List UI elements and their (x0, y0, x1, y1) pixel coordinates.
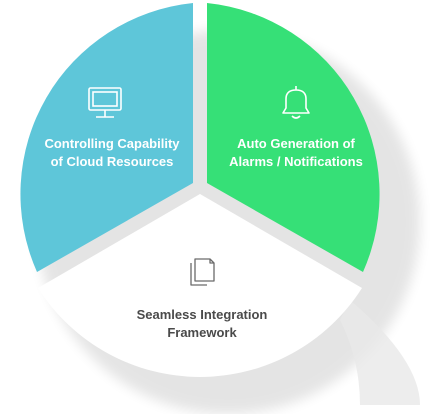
segment-label-integration-framework: Seamless Integration Framework (112, 306, 292, 342)
label-line: Framework (167, 325, 237, 340)
segment-label-cloud-resources: Controlling Capability of Cloud Resource… (22, 135, 202, 171)
lower-right-shadow (340, 300, 420, 405)
segment-alarms-notifications (207, 3, 380, 272)
label-line: Controlling Capability (44, 136, 180, 151)
documents-icon (190, 258, 215, 286)
segment-cloud-resources (20, 3, 193, 272)
label-line: Alarms / Notifications (229, 154, 363, 169)
bell-icon (282, 86, 310, 119)
segment-label-alarms-notifications: Auto Generation of Alarms / Notification… (206, 135, 386, 171)
label-line: Auto Generation of (237, 136, 355, 151)
label-line: of Cloud Resources (50, 154, 174, 169)
label-line: Seamless Integration (136, 307, 268, 322)
monitor-icon (88, 87, 122, 118)
